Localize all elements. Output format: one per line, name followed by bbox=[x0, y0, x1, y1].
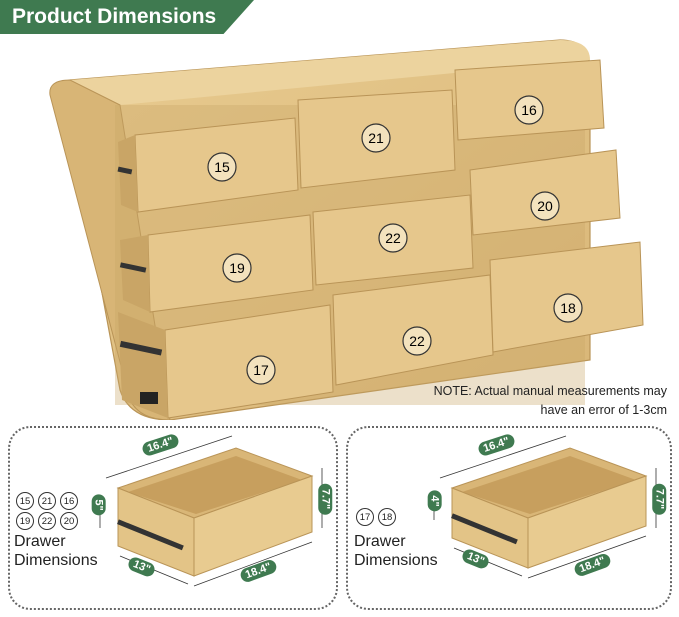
inner-height-pill-right: 4" bbox=[427, 490, 442, 512]
drawer-number-chip: 18 bbox=[378, 508, 396, 526]
drawer-label-22-mid: 22 bbox=[378, 223, 408, 253]
label-line-2: Dimensions bbox=[14, 552, 98, 569]
drawer-label-22-bottom: 22 bbox=[402, 326, 432, 356]
drawer-number-chip: 19 bbox=[16, 512, 34, 530]
drawer-label-21: 21 bbox=[361, 123, 391, 153]
drawer-number-grid-right: 17 18 bbox=[356, 508, 398, 526]
drawer-dimensions-panel-right: 17 18 Drawer Dimensions 16.4" 4" 7.7" 13… bbox=[346, 426, 672, 610]
drawer-diagram-right bbox=[433, 435, 657, 579]
outer-height-pill-right: 7.7" bbox=[652, 483, 667, 515]
drawer-number-chip: 21 bbox=[38, 492, 56, 510]
label-line-1: Drawer bbox=[354, 533, 406, 550]
page-title-badge: Product Dimensions bbox=[0, 0, 254, 34]
measurement-note: NOTE: Actual manual measurements may hav… bbox=[434, 382, 667, 420]
drawer-label-19: 19 bbox=[222, 253, 252, 283]
page-title: Product Dimensions bbox=[12, 5, 217, 28]
drawer-label-15: 15 bbox=[207, 152, 237, 182]
inner-height-pill-left: 5" bbox=[91, 494, 106, 516]
drawer-number: 19 bbox=[229, 260, 245, 276]
drawer-number: 16 bbox=[521, 102, 537, 118]
note-line-2: have an error of 1-3cm bbox=[540, 403, 667, 417]
drawer-diagram-left bbox=[99, 435, 323, 587]
label-line-2: Dimensions bbox=[354, 552, 438, 569]
drawer-number: 15 bbox=[214, 159, 230, 175]
outer-height-pill-left: 7.7" bbox=[318, 483, 333, 515]
drawer-number: 18 bbox=[560, 300, 576, 316]
drawer-number: 21 bbox=[368, 130, 384, 146]
drawer-number-grid-left: 15 21 16 19 22 20 bbox=[16, 492, 80, 530]
drawer-number-chip: 20 bbox=[60, 512, 78, 530]
drawer-number: 17 bbox=[253, 362, 269, 378]
drawer-number: 20 bbox=[537, 198, 553, 214]
drawer-number-chip: 16 bbox=[60, 492, 78, 510]
drawer-dimensions-label-right: Drawer Dimensions bbox=[354, 532, 438, 570]
drawer-dimensions-panel-left: 15 21 16 19 22 20 Drawer Dimensions 16.4… bbox=[8, 426, 338, 610]
note-line-1: NOTE: Actual manual measurements may bbox=[433, 384, 667, 398]
drawer-number-chip: 15 bbox=[16, 492, 34, 510]
drawer-number: 22 bbox=[409, 333, 425, 349]
dresser-illustration: 15 21 16 19 22 20 17 22 18 bbox=[49, 39, 644, 420]
drawer-label-17: 17 bbox=[246, 355, 276, 385]
drawer-label-20: 20 bbox=[530, 191, 560, 221]
drawer-number-chip: 22 bbox=[38, 512, 56, 530]
drawer-label-16: 16 bbox=[514, 95, 544, 125]
drawer-number: 22 bbox=[385, 230, 401, 246]
label-line-1: Drawer bbox=[14, 533, 66, 550]
drawer-label-18: 18 bbox=[553, 293, 583, 323]
dresser-top bbox=[70, 40, 590, 105]
drawer-dimensions-label-left: Drawer Dimensions bbox=[14, 532, 98, 570]
drawer-number-chip: 17 bbox=[356, 508, 374, 526]
